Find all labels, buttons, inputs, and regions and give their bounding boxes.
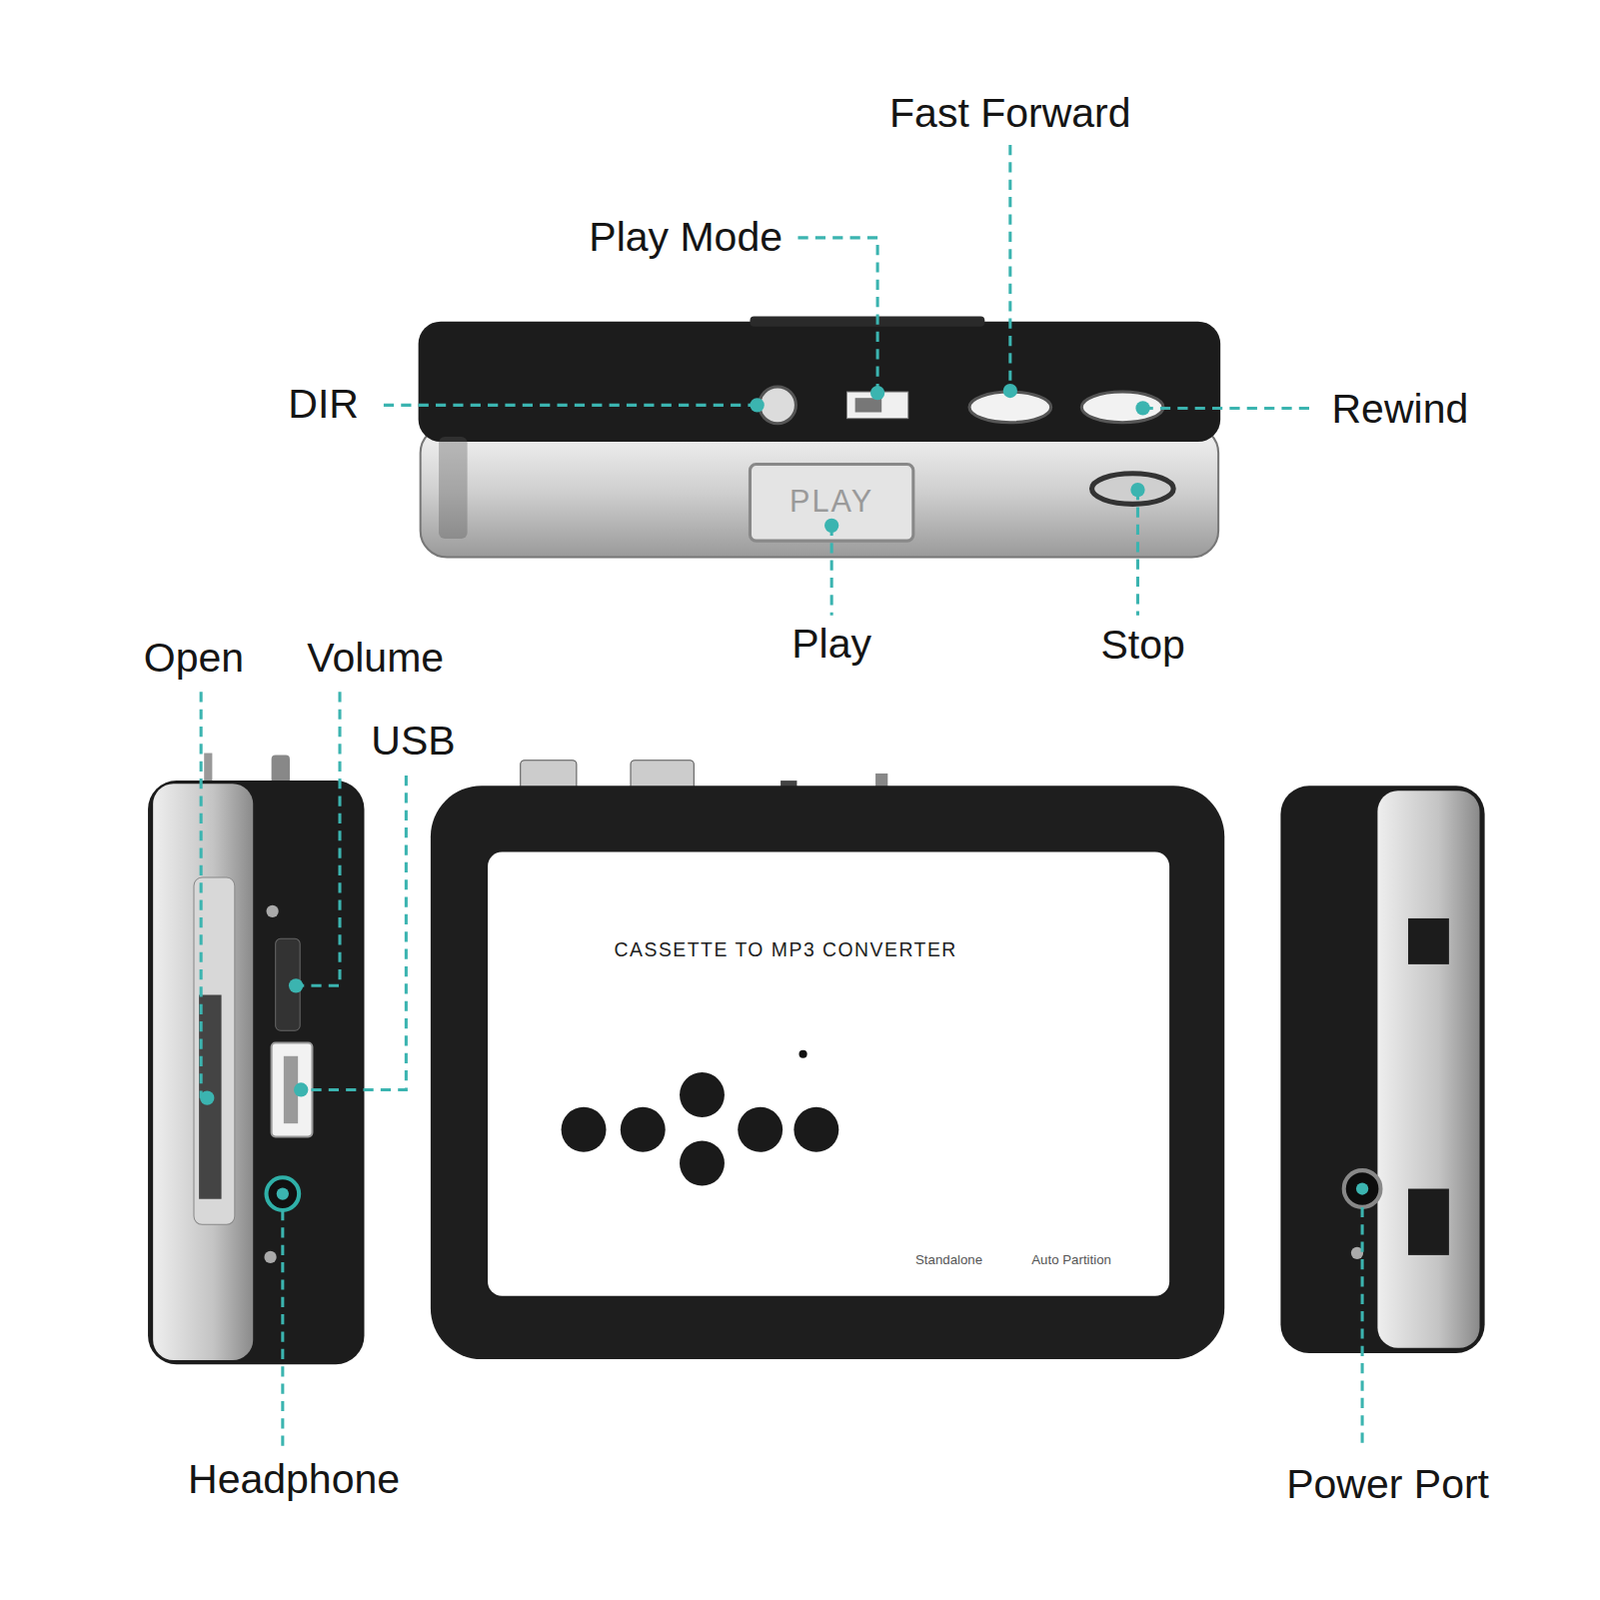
top-view bbox=[418, 316, 1222, 558]
power-jack bbox=[1344, 1170, 1382, 1208]
leader-dot bbox=[288, 978, 303, 993]
panel-button bbox=[561, 1107, 607, 1153]
callout-label: USB bbox=[367, 719, 458, 765]
front-body bbox=[430, 785, 1225, 1360]
play-button bbox=[749, 464, 913, 542]
led bbox=[798, 1050, 807, 1059]
side-shade bbox=[438, 436, 468, 539]
leader-line bbox=[1361, 1207, 1365, 1448]
leader-line bbox=[300, 775, 406, 1090]
callout-label: DIR bbox=[284, 382, 362, 428]
leader-line bbox=[1008, 144, 1012, 391]
panel-button bbox=[793, 1107, 839, 1153]
usb-port bbox=[271, 1043, 313, 1138]
front-panel bbox=[487, 852, 1170, 1297]
screw bbox=[265, 905, 278, 918]
right-view bbox=[1280, 785, 1485, 1354]
leader-dots bbox=[199, 383, 1369, 1201]
right-silver bbox=[1377, 790, 1480, 1348]
leader-dot bbox=[276, 1187, 289, 1200]
leader-dot bbox=[1130, 482, 1145, 497]
left-silver bbox=[152, 783, 253, 1361]
front-view bbox=[430, 760, 1225, 1360]
panel-button bbox=[679, 1141, 725, 1187]
leader-dot bbox=[1003, 383, 1018, 398]
open-slider-track bbox=[193, 877, 235, 1225]
top-keys bbox=[749, 316, 985, 327]
leader-line bbox=[830, 525, 834, 616]
callout-label: Volume bbox=[303, 635, 447, 681]
notch bbox=[1408, 918, 1450, 965]
panel-button bbox=[679, 1072, 725, 1118]
leader-line bbox=[797, 237, 878, 393]
callout-label: Play bbox=[788, 622, 875, 668]
leader-line bbox=[1143, 406, 1316, 410]
black-top bbox=[418, 321, 1222, 442]
callout-label: Open bbox=[140, 635, 247, 681]
callout-label: Headphone bbox=[184, 1457, 403, 1503]
button-text: PLAY bbox=[789, 485, 874, 520]
leader-line bbox=[383, 403, 758, 407]
callout-label: Stop bbox=[1097, 623, 1188, 669]
leader-dot bbox=[870, 385, 885, 400]
knob bbox=[203, 753, 212, 785]
callout-label: Power Port bbox=[1283, 1462, 1493, 1508]
leader-dot bbox=[199, 1090, 214, 1105]
left-body bbox=[147, 780, 364, 1365]
notch bbox=[1408, 1189, 1450, 1256]
panel-text: Standalone bbox=[915, 1253, 983, 1269]
leader-dot bbox=[749, 397, 764, 412]
knob bbox=[271, 755, 290, 785]
leader-line bbox=[295, 691, 340, 986]
panel-button bbox=[737, 1107, 783, 1153]
dir-button bbox=[759, 386, 797, 424]
callout-label: Play Mode bbox=[585, 214, 786, 260]
product-title: CASSETTE TO MP3 CONVERTER bbox=[614, 939, 958, 961]
panel-text: Auto Partition bbox=[1031, 1253, 1112, 1269]
leader-lines bbox=[200, 144, 1363, 1448]
leader-line bbox=[199, 691, 203, 1098]
silver-base bbox=[420, 426, 1219, 558]
leader-dot bbox=[824, 518, 839, 533]
panel-button bbox=[620, 1107, 666, 1153]
stop-button bbox=[1092, 473, 1175, 505]
leader-dot bbox=[1135, 400, 1150, 415]
screw bbox=[263, 1251, 276, 1264]
callout-label: Rewind bbox=[1329, 387, 1473, 433]
leader-line bbox=[280, 1210, 284, 1448]
leader-line bbox=[1136, 489, 1140, 616]
mode-switch-knob bbox=[855, 397, 883, 412]
right-body bbox=[1280, 785, 1485, 1354]
leader-dot bbox=[293, 1082, 308, 1097]
left-view bbox=[147, 753, 364, 1366]
leader-dot bbox=[1356, 1182, 1369, 1195]
headphone-jack bbox=[265, 1177, 299, 1211]
callout-label: Fast Forward bbox=[886, 91, 1135, 137]
